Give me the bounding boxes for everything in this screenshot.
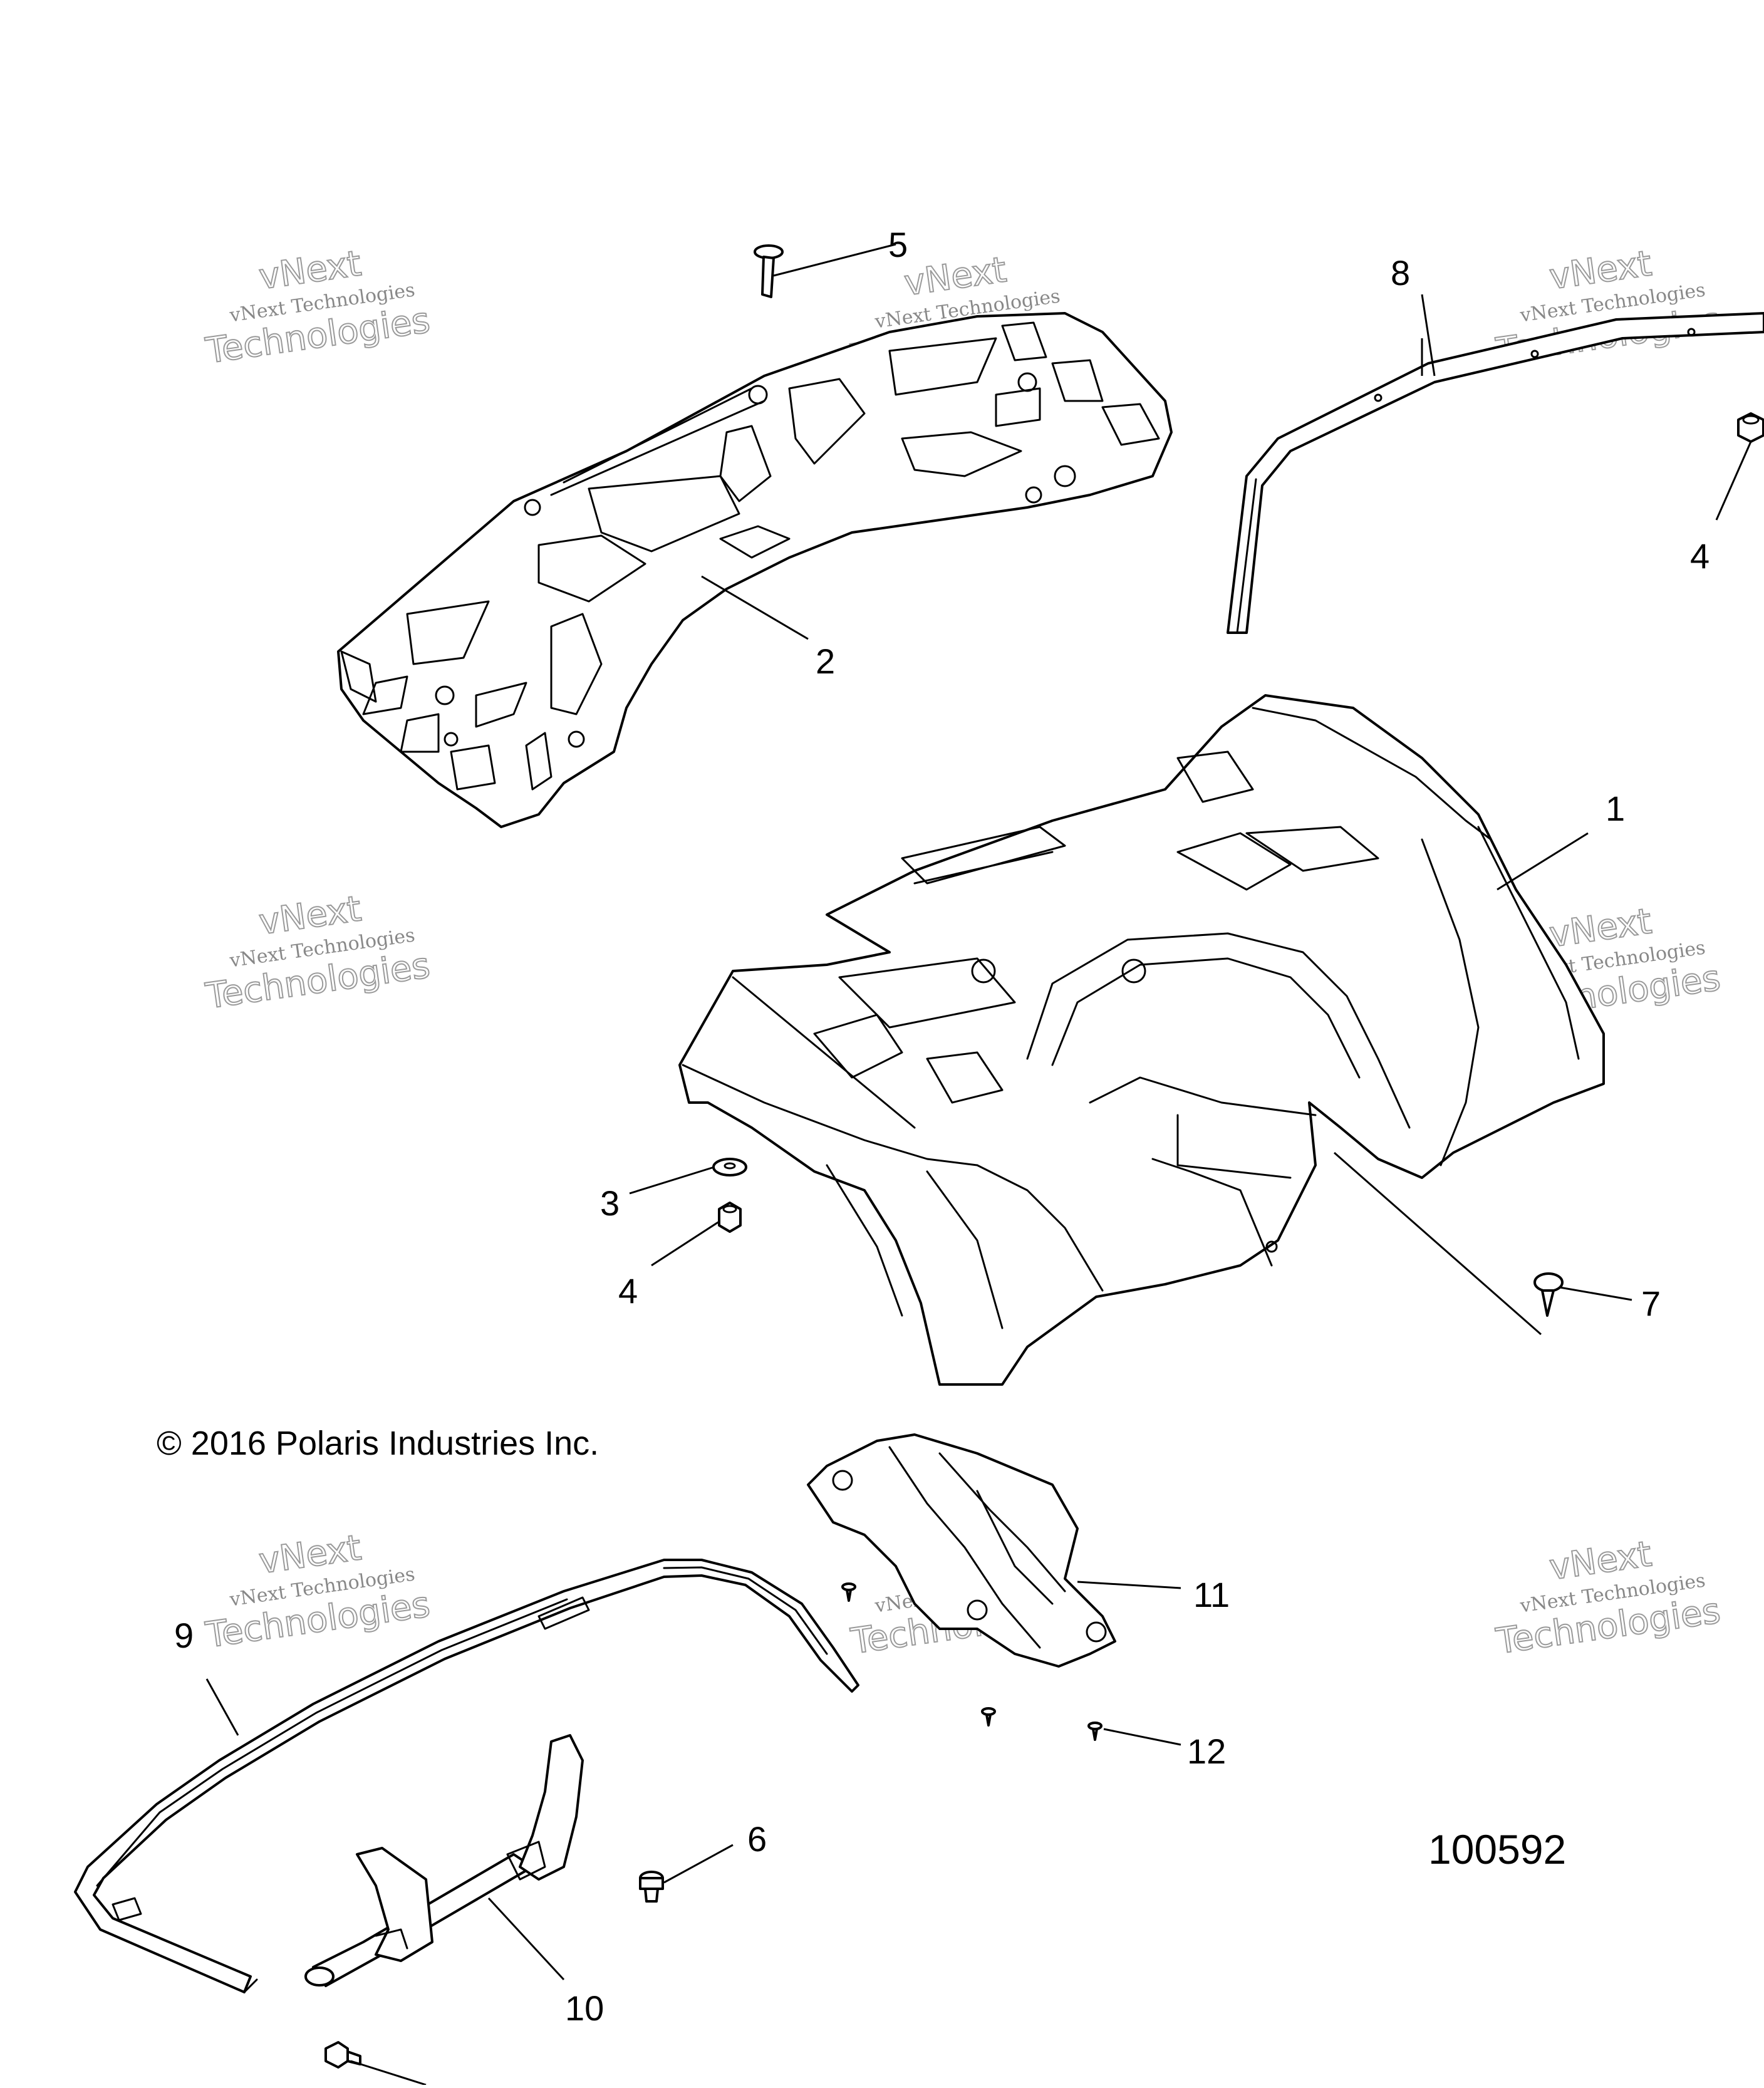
callout-5: 5 bbox=[888, 225, 908, 264]
callout-labels: 5 8 4 2 1 3 4 7 11 12 9 6 10 bbox=[174, 225, 1710, 2028]
rear-fender-part bbox=[678, 694, 1605, 1386]
callout-2: 2 bbox=[816, 641, 835, 681]
callout-6: 6 bbox=[747, 1819, 767, 1859]
callout-10: 10 bbox=[565, 1988, 604, 2028]
bolt-bottom bbox=[324, 2041, 361, 2069]
callout-8: 8 bbox=[1391, 253, 1410, 293]
bolt-part-6 bbox=[639, 1871, 664, 1903]
callout-11: 11 bbox=[1193, 1575, 1230, 1614]
screws-part-12 bbox=[841, 1582, 1102, 1741]
rear-rack-part bbox=[337, 312, 1173, 828]
watermark-mid-left: vNext vNext Technologies Technologies bbox=[202, 888, 433, 1017]
bracket-part-10 bbox=[304, 1734, 584, 1987]
callout-4-upper: 4 bbox=[1690, 536, 1710, 576]
callout-1: 1 bbox=[1606, 789, 1625, 828]
callout-9: 9 bbox=[174, 1616, 194, 1655]
callout-7: 7 bbox=[1641, 1284, 1661, 1323]
push-rivet-part-7 bbox=[1533, 1272, 1564, 1317]
callout-12: 12 bbox=[1187, 1732, 1226, 1771]
watermark-bottom-right: vNext vNext Technologies Technologies bbox=[1493, 1533, 1723, 1663]
lower-rail-part-9 bbox=[74, 1559, 859, 1993]
watermark-bottom-left: vNext vNext Technologies Technologies bbox=[202, 1527, 433, 1656]
leader-lines bbox=[205, 243, 1752, 2086]
heat-shield-part-11 bbox=[807, 1433, 1116, 1668]
upper-rail-part bbox=[1227, 312, 1764, 634]
copyright-text: © 2016 Polaris Industries Inc. bbox=[157, 1425, 599, 1462]
bolt-part-5 bbox=[754, 244, 784, 298]
callout-4-lower: 4 bbox=[618, 1271, 638, 1311]
callout-3: 3 bbox=[600, 1183, 620, 1223]
flange-nut-part-4-upper bbox=[1737, 412, 1764, 443]
washer-part-3 bbox=[712, 1158, 747, 1176]
watermark-top-left: vNext vNext Technologies Technologies bbox=[202, 242, 433, 372]
flange-nut-part-4-lower bbox=[718, 1202, 742, 1233]
diagram-id: 100592 bbox=[1428, 1826, 1566, 1872]
